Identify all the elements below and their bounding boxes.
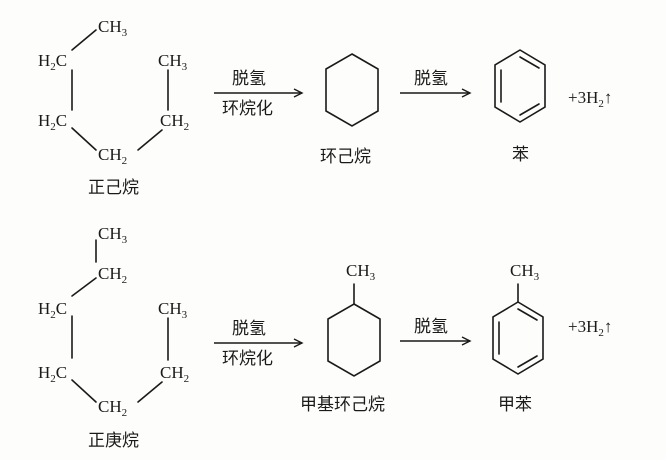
reaction-2: CH3 CH2 H2C CH3 H2C CH2 CH2 正庚烷 脱氢 环烷化 C… bbox=[38, 224, 612, 451]
toluene-name: 甲苯 bbox=[498, 395, 532, 415]
heptane-ch2-right: CH2 bbox=[160, 363, 189, 385]
cyclohexane-structure: 环己烷 bbox=[320, 53, 379, 167]
heptane-ch3-right: CH3 bbox=[158, 299, 188, 321]
hexane-ch3-right: CH3 bbox=[158, 51, 188, 73]
hexane-ch2-bottom: CH2 bbox=[98, 145, 127, 167]
n-heptane-structure: CH3 CH2 H2C CH3 H2C CH2 CH2 正庚烷 bbox=[38, 224, 189, 451]
benzene-name: 苯 bbox=[512, 145, 529, 165]
bond bbox=[71, 29, 97, 51]
step2-arrow-group: 脱氢 bbox=[400, 69, 472, 98]
step2-arrow-group-2: 脱氢 bbox=[400, 317, 472, 346]
hydrogen-byproduct-2: +3H2↑ bbox=[568, 317, 612, 339]
toluene-ch3: CH3 bbox=[510, 261, 540, 283]
heptane-ch2-bottom: CH2 bbox=[98, 397, 127, 419]
benzene-structure: 苯 bbox=[494, 49, 546, 165]
hexane-ch2-right: CH2 bbox=[160, 111, 189, 133]
double-bond bbox=[519, 103, 540, 116]
arrow-head bbox=[293, 88, 304, 98]
step2-label: 脱氢 bbox=[414, 69, 448, 89]
bond bbox=[137, 129, 163, 151]
cyclohexane-ring bbox=[327, 303, 381, 377]
double-bond bbox=[519, 56, 540, 69]
step1-arrow-group: 脱氢 环烷化 bbox=[214, 69, 304, 119]
double-bond bbox=[517, 355, 538, 368]
step1-label-cyclization: 环烷化 bbox=[222, 99, 273, 119]
arrow-head bbox=[461, 88, 472, 98]
methylcyclohexane-name: 甲基环己烷 bbox=[300, 395, 385, 415]
arrow-head bbox=[461, 336, 472, 346]
hexane-h2c-lower: H2C bbox=[38, 111, 67, 133]
toluene-structure: CH3 甲苯 bbox=[492, 261, 544, 415]
arrow-head bbox=[293, 338, 304, 348]
step1-arrow-group-2: 脱氢 环烷化 bbox=[214, 319, 304, 369]
hexane-ch3-top: CH3 bbox=[98, 17, 128, 39]
step2-label: 脱氢 bbox=[414, 317, 448, 337]
benzene-ring bbox=[492, 301, 544, 375]
heptane-h2c-upper: H2C bbox=[38, 299, 67, 321]
cyclohexane-ring bbox=[325, 53, 379, 127]
reaction-1: CH3 H2C CH3 H2C CH2 CH2 正己烷 脱氢 环烷化 环己烷 脱… bbox=[38, 17, 612, 198]
methylcyclohexane-ch3: CH3 bbox=[346, 261, 376, 283]
double-bond bbox=[517, 308, 538, 321]
step1-label-cyclization: 环烷化 bbox=[222, 349, 273, 369]
heptane-ch3-top: CH3 bbox=[98, 224, 128, 246]
hydrogen-byproduct: +3H2↑ bbox=[568, 88, 612, 110]
n-hexane-structure: CH3 H2C CH3 H2C CH2 CH2 正己烷 bbox=[38, 17, 189, 198]
bond bbox=[71, 277, 97, 297]
bond bbox=[137, 381, 163, 403]
step1-label-dehydrogenation: 脱氢 bbox=[232, 319, 266, 339]
benzene-ring bbox=[494, 49, 546, 123]
heptane-ch2-second: CH2 bbox=[98, 264, 127, 286]
hexane-name: 正己烷 bbox=[88, 178, 139, 198]
cyclohexane-name: 环己烷 bbox=[320, 147, 371, 167]
methylcyclohexane-structure: CH3 甲基环己烷 bbox=[300, 261, 385, 415]
heptane-name: 正庚烷 bbox=[88, 431, 139, 451]
step1-label-dehydrogenation: 脱氢 bbox=[232, 69, 266, 89]
bond bbox=[71, 379, 97, 403]
bond bbox=[71, 127, 97, 151]
hexane-h2c-upper: H2C bbox=[38, 51, 67, 73]
heptane-h2c-lower: H2C bbox=[38, 363, 67, 385]
